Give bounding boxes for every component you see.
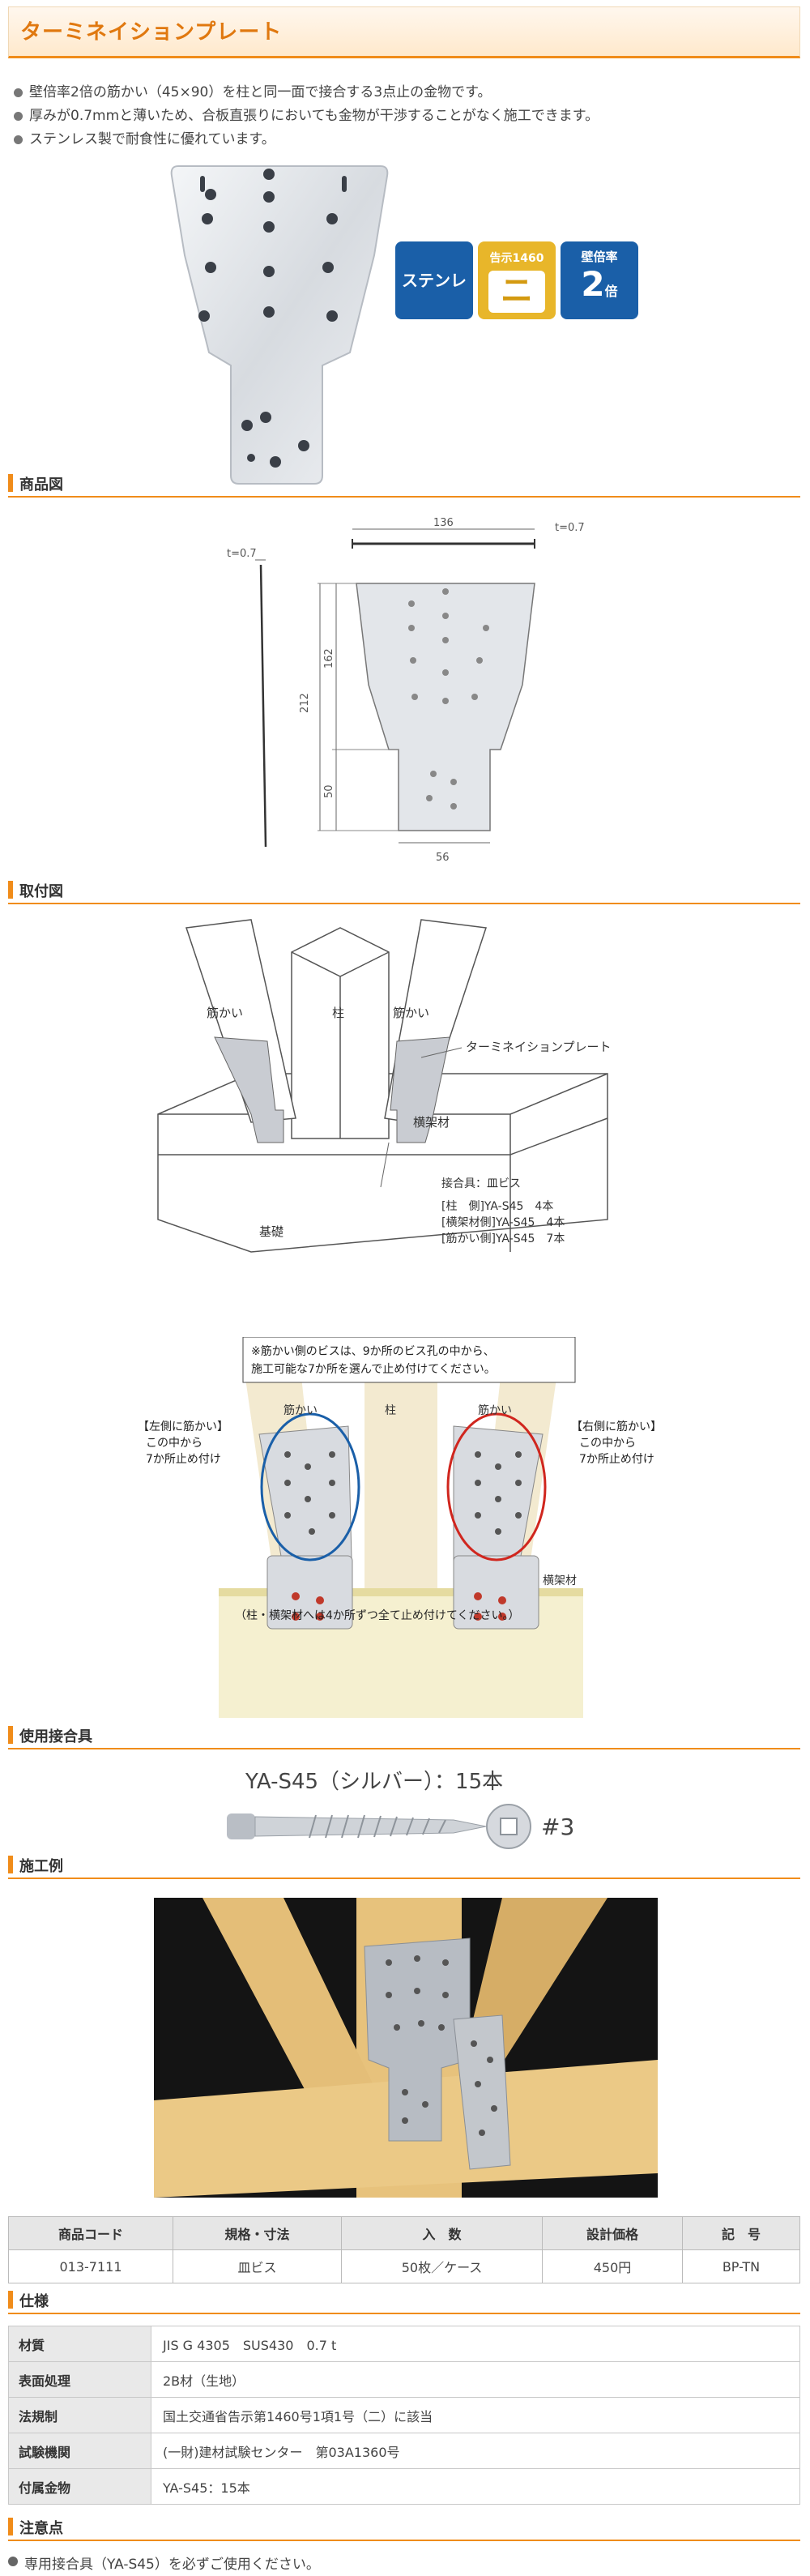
- dim-height-tab: 50: [323, 784, 335, 798]
- dim-height-upper: 162: [323, 648, 335, 669]
- section-title: 使用接合具: [19, 1728, 92, 1745]
- table-cell: 皿ビス: [173, 2249, 342, 2283]
- example-photo: [154, 1898, 658, 2198]
- table-row: 法規制国土交通省告示第1460号1項1号（二）に該当: [8, 2397, 800, 2433]
- table-header: 記 号: [682, 2216, 800, 2250]
- label-foundation: 基礎: [259, 1224, 284, 1239]
- label-column: 柱: [332, 1006, 344, 1020]
- right-callout: 7か所止め付け: [579, 1453, 654, 1466]
- spec-value: YA-S45：15本: [151, 2468, 800, 2505]
- spec-key: 法規制: [8, 2397, 151, 2433]
- spec-value: 国土交通省告示第1460号1項1号（二）に該当: [151, 2397, 800, 2433]
- note-text: 専用接合具（YA-S45）を必ずご使用ください。: [8, 2553, 320, 2573]
- table-header: 入 数: [341, 2216, 543, 2250]
- spec-value: (一財)建材試験センター 第03A1360号: [151, 2433, 800, 2469]
- right-callout: この中から: [579, 1437, 636, 1450]
- feature-list: 壁倍率2倍の筋かい（45×90）を柱と同一面で接合する3点止の金物です。 厚みが…: [11, 81, 599, 152]
- detail-note-line: ※筋かい側のビスは、9か所のビス孔の中から、: [251, 1344, 495, 1358]
- thickness-label-side: t=0.7: [227, 548, 257, 560]
- ratio-badge: 壁倍率 2倍: [561, 241, 638, 319]
- label-brace-right: 筋かい: [478, 1403, 512, 1417]
- left-callout: 7か所止め付け: [146, 1453, 221, 1466]
- dim-height-total: 212: [299, 693, 311, 713]
- table-header-row: 商品コード 規格・寸法 入 数 設計価格 記 号: [8, 2216, 800, 2250]
- kokuji-value: ニ: [488, 271, 545, 313]
- label-brace-left: 筋かい: [207, 1006, 243, 1020]
- section-title: 注意点: [19, 2520, 63, 2537]
- thickness-label-top: t=0.7: [555, 522, 585, 534]
- material-badge: ステンレス: [395, 241, 473, 368]
- screw-head-icon: [486, 1804, 531, 1849]
- section-title: 取付図: [19, 883, 63, 900]
- screw-caption: YA-S45（シルバー）：15本: [245, 1770, 504, 1794]
- ratio-label: 壁倍率: [581, 250, 618, 264]
- table-cell: 013-7111: [8, 2249, 173, 2283]
- fastener-line: [柱 側]YA-S45 4本: [441, 1200, 553, 1213]
- table-row: 013-7111 皿ビス 50枚／ケース 450円 BP-TN: [8, 2249, 800, 2283]
- section-header-example: 施工例: [8, 1850, 800, 1879]
- right-callout: 【右側に筋かい】: [571, 1420, 662, 1433]
- spec-key: 試験機関: [8, 2433, 151, 2469]
- table-cell: 450円: [542, 2249, 683, 2283]
- section-header-product-drawing: 商品図: [8, 468, 800, 498]
- kokuji-label: 告示1460: [489, 252, 544, 265]
- table-row: 試験機関(一財)建材試験センター 第03A1360号: [8, 2433, 800, 2469]
- section-title: 施工例: [19, 1858, 63, 1875]
- ratio-unit: 倍: [604, 284, 618, 299]
- kokuji-badge: 告示1460 ニ: [478, 241, 556, 319]
- spec-key: 材質: [8, 2326, 151, 2362]
- fastener-title: 接合具：皿ビス: [441, 1177, 521, 1190]
- spec-key: 付属金物: [8, 2468, 151, 2505]
- detail-bottom-note: （柱・横架材へは4か所ずつ全て止め付けてください。）: [235, 1608, 520, 1622]
- label-beam: 横架材: [413, 1115, 450, 1130]
- left-callout: 【左側に筋かい】: [138, 1420, 228, 1433]
- table-header: 規格・寸法: [173, 2216, 342, 2250]
- table-cell: 50枚／ケース: [341, 2249, 543, 2283]
- table-header: 商品コード: [8, 2216, 173, 2250]
- section-title: 商品図: [19, 476, 63, 493]
- screw-image: [227, 1813, 487, 1839]
- spec-value: 2B材（生地）: [151, 2361, 800, 2398]
- fastener-line: [横架材側]YA-S45 4本: [441, 1216, 565, 1229]
- product-table: 商品コード 規格・寸法 入 数 設計価格 記 号 013-7111 皿ビス 50…: [8, 2216, 800, 2283]
- list-item: ステンレス製で耐食性に優れています。: [11, 128, 599, 152]
- section-title: 仕様: [19, 2293, 49, 2310]
- page-title: ターミネイションプレート: [20, 20, 283, 45]
- plate-photo: [170, 165, 389, 485]
- detail-note-line: 施工可能な7か所を選んで止め付けてください。: [251, 1363, 496, 1376]
- dim-width-tab: 56: [436, 852, 450, 864]
- label-column: 柱: [385, 1404, 396, 1417]
- left-callout: この中から: [146, 1437, 202, 1450]
- label-brace-right: 筋かい: [393, 1006, 429, 1020]
- section-header-fasteners: 使用接合具: [8, 1720, 800, 1749]
- section-header-spec: 仕様: [8, 2285, 800, 2314]
- table-cell: BP-TN: [682, 2249, 800, 2283]
- drive-size: #3: [541, 1813, 575, 1840]
- detail-diagram: ※筋かい側のビスは、9か所のビス孔の中から、 施工可能な7か所を選んで止め付けて…: [138, 1337, 662, 1718]
- material-label: ステンレス: [402, 271, 467, 368]
- list-item: 壁倍率2倍の筋かい（45×90）を柱と同一面で接合する3点止の金物です。: [11, 81, 599, 105]
- section-header-installation: 取付図: [8, 875, 800, 904]
- installation-diagram: 筋かい 柱 筋かい ターミネイションプレート 横架材 基礎 接合具：皿ビス [柱…: [157, 919, 612, 1253]
- label-plate: ターミネイションプレート: [466, 1040, 612, 1054]
- fastener-line: [筋かい側]YA-S45 7本: [441, 1232, 565, 1245]
- title-bar: ターミネイションプレート: [8, 6, 800, 58]
- spec-value: JIS G 4305 SUS430 0.7 t: [151, 2326, 800, 2362]
- label-brace-left: 筋かい: [284, 1403, 318, 1417]
- ratio-value: 2: [581, 264, 605, 304]
- dim-width-top: 136: [433, 517, 454, 529]
- table-header: 設計価格: [542, 2216, 683, 2250]
- label-beam: 横架材: [543, 1574, 577, 1587]
- section-header-notes: 注意点: [8, 2512, 800, 2541]
- spec-key: 表面処理: [8, 2361, 151, 2398]
- product-drawing: t=0.7 t=0.7 136 212 162 50 56: [227, 517, 585, 864]
- list-item: 厚みが0.7mmと薄いため、合板直張りにおいても金物が干渉することがなく施工でき…: [11, 105, 599, 128]
